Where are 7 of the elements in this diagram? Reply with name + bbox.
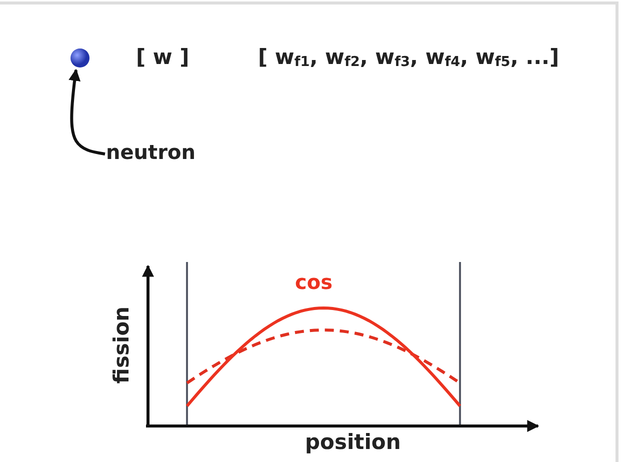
curve-label: cos: [295, 272, 332, 292]
arrow: [68, 68, 106, 156]
node-label: neutron: [106, 142, 198, 166]
vector-label: [ w$_{f1}$, w$_{f2}$, w$_{f3}$, w$_{f4}$, w$_{f5}$, ...]: [258, 47, 560, 70]
axis-title: position: [305, 432, 401, 453]
vector-label: [ w ]: [136, 47, 190, 68]
axis-title: fission: [112, 306, 132, 384]
